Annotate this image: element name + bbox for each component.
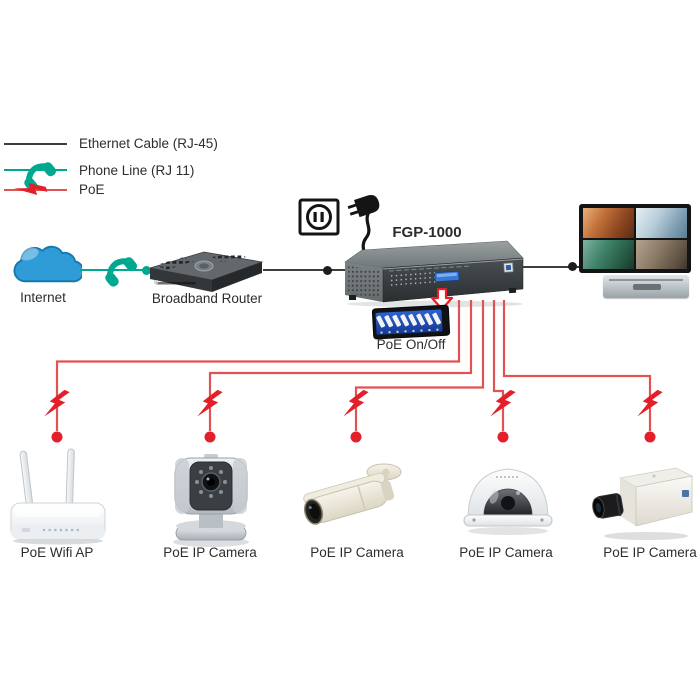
device-image-wifi-ap (10, 448, 106, 545)
uplink-port (434, 270, 460, 283)
legend-ethernet-label: Ethernet Cable (RJ-45) (79, 136, 218, 151)
device-image-ptz-camera (173, 454, 249, 547)
router-label: Broadband Router (151, 291, 263, 306)
connection-dot (142, 266, 151, 275)
device-label: PoE IP Camera (310, 545, 404, 560)
phone-handset-icon (94, 244, 140, 290)
poe-bolt-icon (14, 174, 49, 205)
poe-bolt-icon (343, 386, 369, 421)
device-label: PoE Wifi AP (20, 545, 94, 560)
device-image-box-camera (592, 467, 694, 540)
poe-bolt-icon (197, 386, 223, 421)
camera-feed-2 (636, 208, 687, 238)
dvr-image (603, 275, 689, 298)
connection-dot (204, 431, 216, 443)
poe-line-to-camera-3 (492, 300, 505, 431)
cloud-icon (13, 245, 82, 283)
legend-phone-label: Phone Line (RJ 11) (79, 163, 195, 178)
power-outlet-icon (298, 194, 380, 258)
camera-feed-1 (583, 208, 634, 238)
poe-bolt-icon (637, 386, 663, 421)
ethernet-line-right (523, 266, 579, 269)
camera-feed-3 (583, 239, 634, 269)
connection-dot (350, 431, 362, 443)
device-label: PoE IP Camera (163, 545, 257, 560)
legend-poe-label: PoE (79, 182, 105, 197)
connection-dot (644, 431, 656, 443)
dip-switch-image (371, 304, 451, 340)
dip-switch-label: PoE On/Off (376, 337, 446, 352)
poe-bolt-icon (490, 386, 516, 421)
surveillance-monitor-image (579, 204, 691, 273)
legend-ethernet-line (4, 143, 67, 146)
connection-dot (51, 431, 63, 443)
poe-bolt-icon (44, 386, 70, 421)
connection-dot (497, 431, 509, 443)
ethernet-line-left (263, 269, 346, 272)
device-label: PoE IP Camera (603, 545, 697, 560)
device-label: PoE IP Camera (459, 545, 553, 560)
connection-dot (568, 262, 577, 271)
brand-logo (503, 262, 514, 273)
internet-label: Internet (20, 290, 66, 305)
power-plug-icon (347, 194, 380, 218)
device-image-bullet-camera (303, 463, 402, 525)
switch-label: FGP-1000 (392, 224, 462, 241)
camera-feed-4 (636, 239, 687, 269)
device-image-dome-camera (463, 468, 553, 535)
broadband-router-image (149, 251, 264, 292)
connection-dot (323, 266, 332, 275)
poe-line-to-camera-4 (502, 300, 652, 431)
